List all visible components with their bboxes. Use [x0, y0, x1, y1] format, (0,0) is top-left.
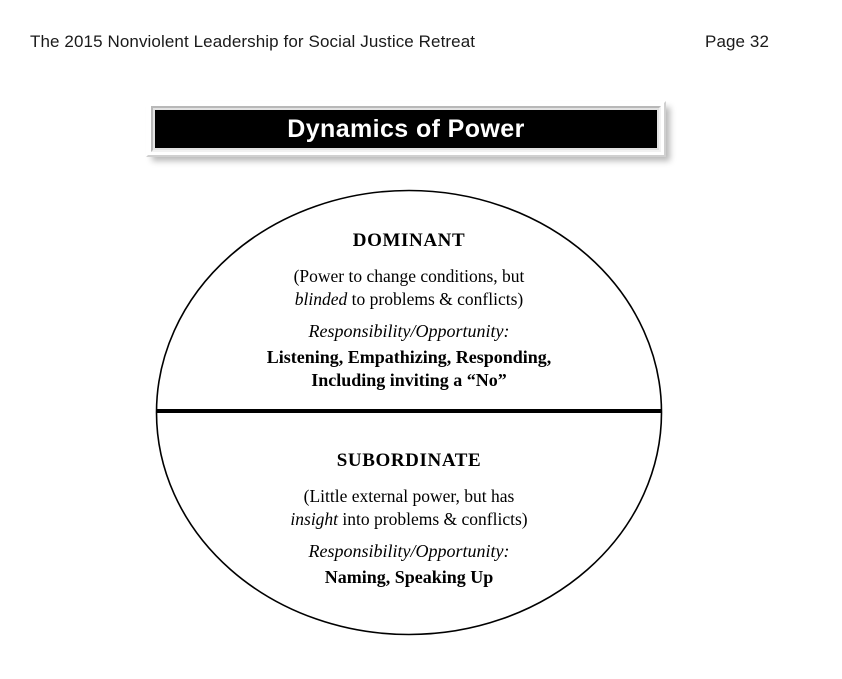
- circle-shape: [155, 189, 663, 636]
- responsibility-dominant-line-2: Including inviting a “No”: [311, 370, 507, 390]
- description-dominant-line-2: blinded to problems & conflicts): [155, 288, 663, 311]
- responsibility-subordinate-line-1: Naming, Speaking Up: [324, 567, 494, 587]
- responsibility-body-subordinate: Naming, Speaking Up: [155, 566, 663, 589]
- description-subordinate: (Little external power, but has insight …: [155, 485, 663, 531]
- responsibility-body-dominant: Listening, Empathizing, Responding, Incl…: [155, 346, 663, 392]
- title-banner: Dynamics of Power: [146, 101, 666, 157]
- description-dominant-line-2-rest: to problems & conflicts): [347, 289, 524, 309]
- title-banner-frame: Dynamics of Power: [151, 106, 661, 152]
- header-title: The 2015 Nonviolent Leadership for Socia…: [30, 32, 476, 51]
- dynamics-of-power-diagram: DOMINANT (Power to change conditions, bu…: [155, 189, 663, 636]
- description-subordinate-line-1: (Little external power, but has: [303, 486, 515, 506]
- description-subordinate-line-2-rest: into problems & conflicts): [338, 509, 528, 529]
- diagram-half-dominant: DOMINANT (Power to change conditions, bu…: [155, 189, 663, 410]
- description-dominant-line-1: (Power to change conditions, but: [293, 266, 525, 286]
- description-subordinate-emphasis: insight: [290, 509, 339, 529]
- header-page-number: Page 32: [705, 32, 770, 51]
- title-banner-text: Dynamics of Power: [287, 114, 525, 143]
- description-dominant: (Power to change conditions, but blinded…: [155, 265, 663, 311]
- role-label-subordinate: SUBORDINATE: [336, 450, 482, 471]
- description-subordinate-line-2: insight into problems & conflicts): [155, 508, 663, 531]
- description-dominant-emphasis: blinded: [294, 289, 348, 309]
- responsibility-heading-dominant: Responsibility/Opportunity:: [308, 321, 510, 341]
- title-banner-fill: Dynamics of Power: [155, 110, 657, 148]
- responsibility-dominant-line-1: Listening, Empathizing, Responding,: [266, 347, 552, 367]
- page-header: The 2015 Nonviolent Leadership for Socia…: [0, 30, 842, 54]
- diagram-half-subordinate: SUBORDINATE (Little external power, but …: [155, 414, 663, 636]
- responsibility-heading-subordinate: Responsibility/Opportunity:: [308, 541, 510, 561]
- role-label-dominant: DOMINANT: [352, 230, 466, 251]
